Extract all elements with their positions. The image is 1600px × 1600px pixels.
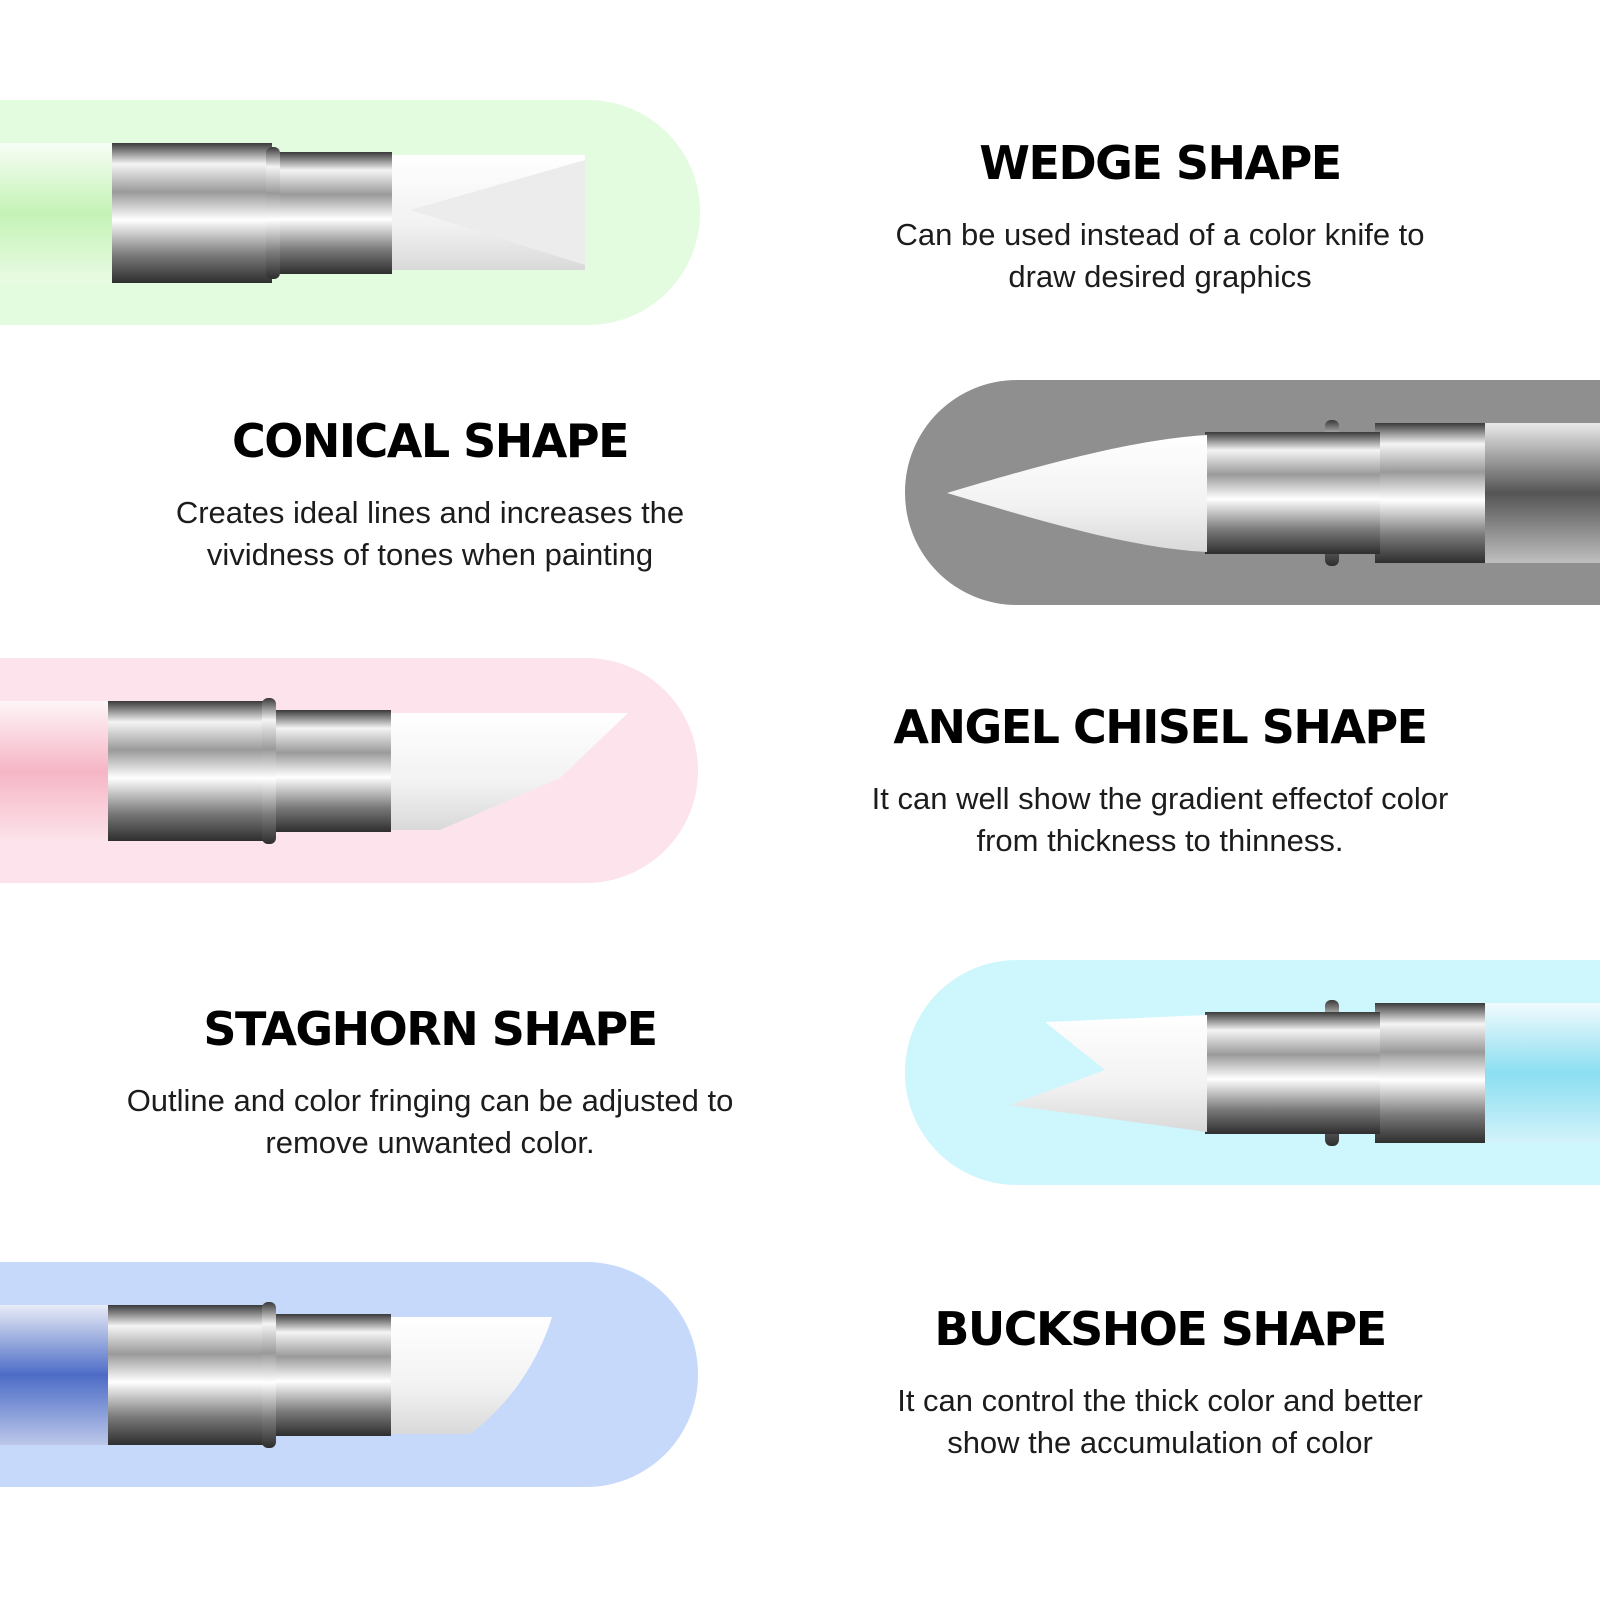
staghorn-shape-line-2: remove unwanted color. (265, 1125, 595, 1160)
angel-chisel-brush-panel (0, 658, 698, 883)
staghorn-shape-title: STAGHORN SHAPE (203, 1002, 658, 1056)
staghorn-shape-line-1: Outline and color fringing can be adjust… (126, 1083, 734, 1118)
conical-shape-line-2: vividness of tones when painting (206, 537, 654, 572)
buckshoe-brush-image (0, 1262, 698, 1487)
wedge-shape-description: WEDGE SHAPE Can be used instead of a col… (820, 136, 1500, 298)
staghorn-brush-panel (905, 960, 1600, 1185)
conical-shape-description: CONICAL SHAPE Creates ideal lines and in… (80, 414, 780, 576)
buckshoe-brush-panel (0, 1262, 698, 1487)
wedge-shape-title: WEDGE SHAPE (979, 136, 1342, 190)
wedge-brush-panel (0, 100, 700, 325)
wedge-shape-line-1: Can be used instead of a color knife to (895, 217, 1425, 252)
buckshoe-shape-description: BUCKSHOE SHAPE It can control the thick … (820, 1302, 1500, 1464)
angel-chisel-shape-description: ANGEL CHISEL SHAPE It can well show the … (810, 700, 1510, 862)
angel-chisel-brush-image (0, 658, 698, 883)
wedge-shape-line-2: draw desired graphics (1008, 259, 1312, 294)
conical-brush-panel (905, 380, 1600, 605)
angel-chisel-shape-line-1: It can well show the gradient effectof c… (871, 781, 1449, 816)
buckshoe-shape-line-1: It can control the thick color and bette… (897, 1383, 1423, 1418)
conical-shape-line-1: Creates ideal lines and increases the (175, 495, 685, 530)
angel-chisel-shape-line-2: from thickness to thinness. (976, 823, 1344, 858)
wedge-brush-image (0, 100, 700, 325)
conical-brush-image (905, 380, 1600, 605)
angel-chisel-shape-title: ANGEL CHISEL SHAPE (893, 700, 1428, 754)
buckshoe-shape-line-2: show the accumulation of color (947, 1425, 1373, 1460)
buckshoe-shape-title: BUCKSHOE SHAPE (934, 1302, 1387, 1356)
conical-shape-title: CONICAL SHAPE (231, 414, 630, 468)
staghorn-brush-image (905, 960, 1600, 1185)
staghorn-shape-description: STAGHORN SHAPE Outline and color fringin… (60, 1002, 800, 1164)
